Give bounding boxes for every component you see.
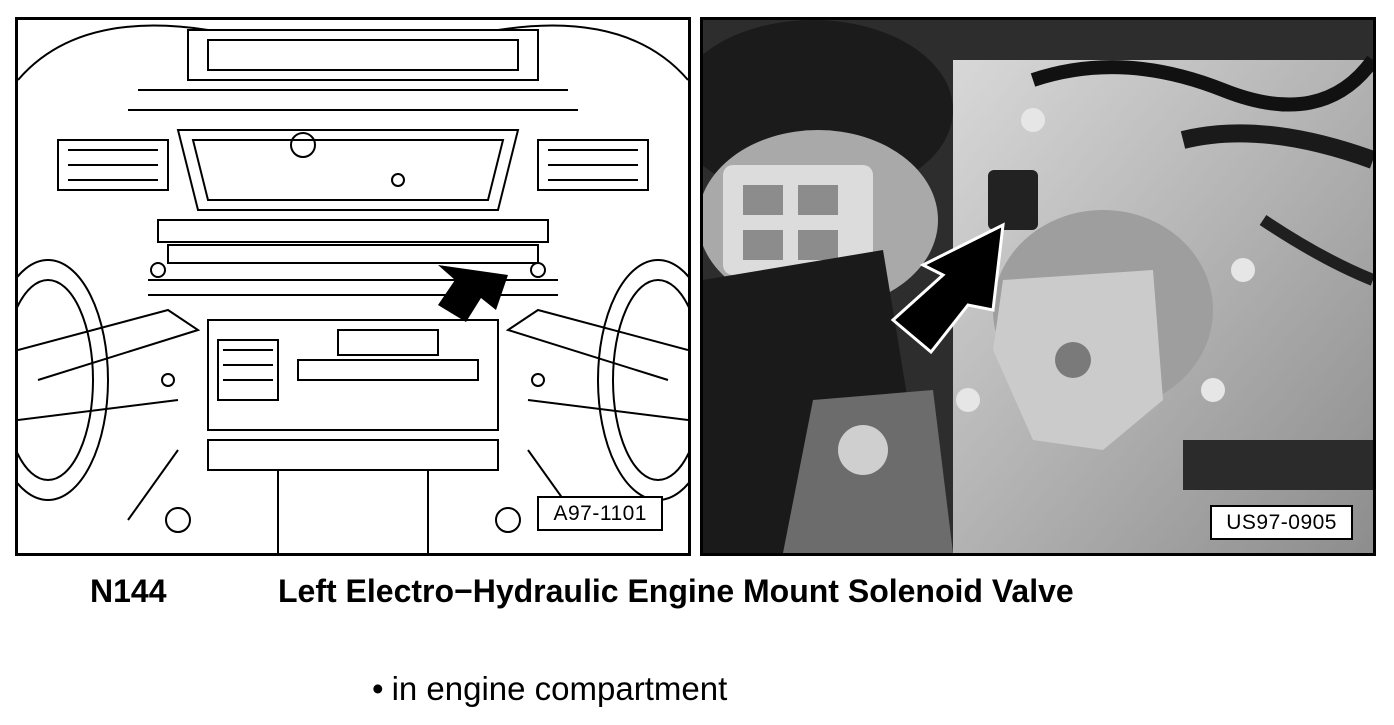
arrow-pointer-icon xyxy=(890,222,1005,355)
figure-reference-code: A97-1101 xyxy=(537,496,663,531)
engine-photo-figure: US97-0905 xyxy=(700,17,1376,556)
component-code: N144 xyxy=(90,573,167,609)
line-drawing-figure: A97-1101 xyxy=(15,17,691,556)
undercarriage-line-drawing xyxy=(18,24,688,553)
note-text: in engine compartment xyxy=(391,670,728,707)
location-note: •in engine compartment xyxy=(372,670,727,708)
arrow-pointer-icon xyxy=(438,265,508,322)
component-name: Left Electro−Hydraulic Engine Mount Sole… xyxy=(278,573,1074,609)
figure-reference-code: US97-0905 xyxy=(1210,505,1353,540)
engine-compartment-photo xyxy=(703,20,1373,553)
bullet-icon: • xyxy=(372,670,384,707)
